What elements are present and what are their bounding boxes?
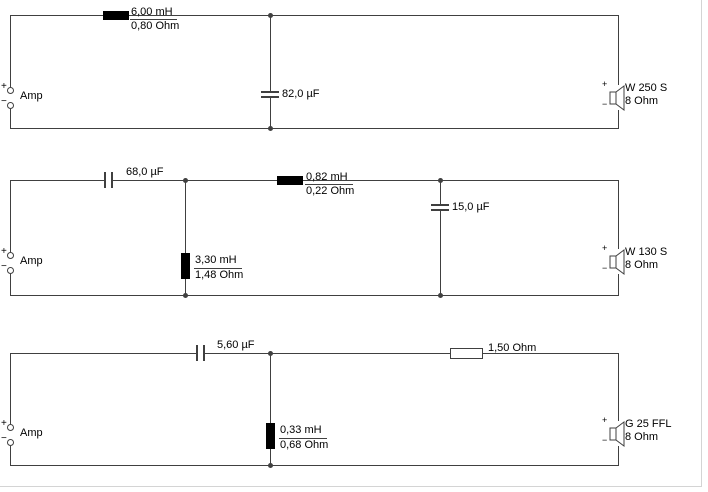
inductor-resistance-label: 1,48 Ohm — [195, 269, 244, 281]
amp-label: Amp — [20, 255, 43, 267]
wire — [618, 110, 619, 128]
wire — [10, 15, 619, 16]
wire — [10, 180, 104, 181]
inductor-value-label: 0,82 mH — [306, 171, 348, 183]
wire — [10, 465, 619, 466]
fraction-bar — [194, 268, 242, 269]
inductor-resistance-label: 0,80 Ohm — [131, 20, 180, 32]
capacitor-value-label: 82,0 µF — [282, 88, 320, 100]
amp-plus-terminal-icon[interactable] — [7, 87, 14, 94]
fraction-bar — [279, 438, 327, 439]
speaker-plus-sign: + — [602, 415, 608, 425]
inductor-resistance-label: 0,68 Ohm — [280, 439, 329, 451]
inductor-value-label: 0,33 mH — [280, 424, 322, 436]
amp-plus-terminal-icon[interactable] — [7, 252, 14, 259]
inductor-resistance-label: 0,22 Ohm — [306, 185, 355, 197]
capacitor-plate-icon[interactable] — [261, 91, 279, 93]
capacitor-plate-icon[interactable] — [431, 209, 449, 211]
capacitor-value-label: 68,0 µF — [126, 166, 164, 178]
wire — [270, 98, 271, 128]
wire — [10, 180, 11, 252]
amp-plus-sign: + — [1, 81, 7, 92]
inductor-icon[interactable] — [277, 176, 303, 185]
capacitor-plate-icon[interactable] — [431, 204, 449, 206]
wire — [10, 295, 619, 296]
capacitor-plate-icon[interactable] — [203, 345, 205, 361]
speaker-impedance-label: 8 Ohm — [625, 259, 659, 271]
capacitor-value-label: 5,60 µF — [217, 339, 255, 351]
wire — [10, 353, 11, 424]
resistor-icon[interactable] — [450, 348, 483, 359]
wire — [618, 180, 619, 249]
wire — [113, 180, 619, 181]
wire — [185, 180, 186, 295]
wire — [618, 446, 619, 465]
speaker-model-label: W 250 S — [625, 82, 668, 94]
fraction-bar — [130, 19, 177, 20]
amp-label: Amp — [20, 427, 43, 439]
speaker-model-label: G 25 FFL — [625, 418, 672, 430]
resistor-value-label: 1,50 Ohm — [488, 342, 537, 354]
inductor-icon[interactable] — [266, 423, 275, 449]
capacitor-plate-icon[interactable] — [111, 172, 113, 188]
amp-plus-terminal-icon[interactable] — [7, 424, 14, 431]
wire — [270, 15, 271, 91]
amp-label: Amp — [20, 90, 43, 102]
amp-plus-sign: + — [1, 418, 7, 429]
capacitor-plate-icon[interactable] — [104, 172, 106, 188]
wire — [618, 15, 619, 85]
amp-minus-sign: − — [1, 96, 7, 107]
junction-dot — [268, 13, 273, 18]
canvas-right-edge — [701, 0, 702, 487]
wire — [10, 353, 196, 354]
amp-minus-sign: − — [1, 261, 7, 272]
fraction-bar — [305, 184, 353, 185]
wire — [618, 274, 619, 295]
wire — [10, 128, 619, 129]
inductor-icon[interactable] — [103, 11, 129, 20]
inductor-icon[interactable] — [181, 253, 190, 279]
speaker-icon[interactable] — [609, 85, 625, 111]
wire — [205, 353, 619, 354]
canvas-bottom-edge — [0, 486, 702, 487]
speaker-minus-sign: − — [602, 263, 608, 273]
speaker-minus-sign: − — [602, 435, 608, 445]
capacitor-value-label: 15,0 µF — [452, 201, 490, 213]
speaker-icon[interactable] — [609, 249, 625, 275]
speaker-plus-sign: + — [602, 243, 608, 253]
amp-minus-terminal-icon[interactable] — [7, 439, 14, 446]
amp-minus-terminal-icon[interactable] — [7, 102, 14, 109]
wire — [10, 15, 11, 87]
wire — [10, 274, 11, 295]
speaker-impedance-label: 8 Ohm — [625, 431, 659, 443]
capacitor-plate-icon[interactable] — [196, 345, 198, 361]
wire — [440, 180, 441, 204]
wire — [270, 353, 271, 465]
wire — [10, 109, 11, 128]
speaker-minus-sign: − — [602, 99, 608, 109]
inductor-value-label: 6,00 mH — [131, 6, 173, 18]
capacitor-plate-icon[interactable] — [261, 96, 279, 98]
amp-plus-sign: + — [1, 246, 7, 257]
speaker-impedance-label: 8 Ohm — [625, 95, 659, 107]
wire — [618, 353, 619, 421]
speaker-model-label: W 130 S — [625, 246, 668, 258]
speaker-plus-sign: + — [602, 79, 608, 89]
inductor-value-label: 3,30 mH — [195, 254, 237, 266]
speaker-icon[interactable] — [609, 421, 625, 447]
amp-minus-terminal-icon[interactable] — [7, 267, 14, 274]
wire — [440, 211, 441, 295]
wire — [10, 446, 11, 465]
junction-dot — [268, 126, 273, 131]
amp-minus-sign: − — [1, 433, 7, 444]
